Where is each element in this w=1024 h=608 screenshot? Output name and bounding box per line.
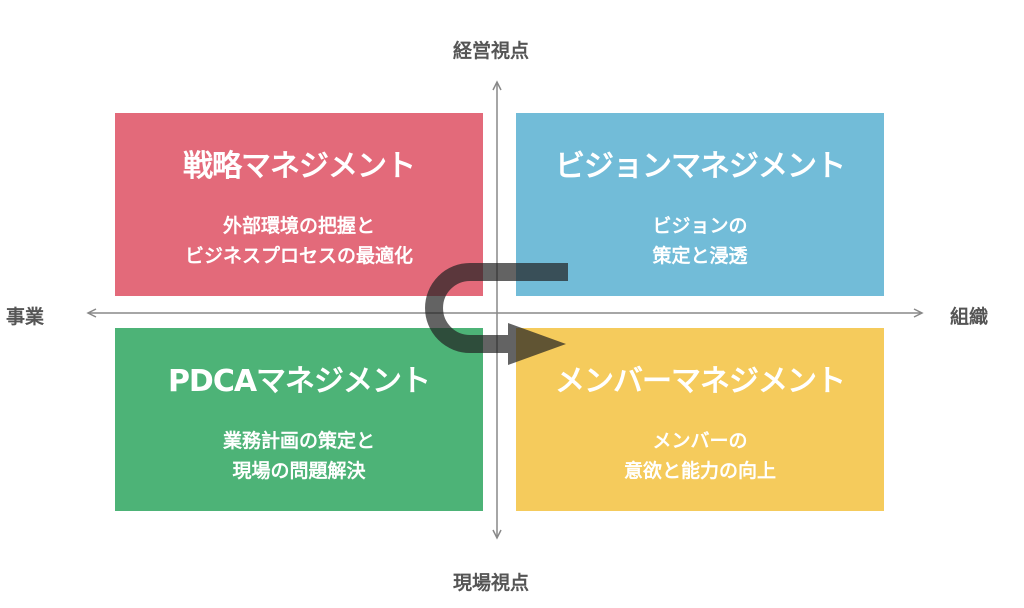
axis-label-bottom: 現場視点 [453,572,530,594]
quadrant-desc: ビジネスプロセスの最適化 [184,245,413,267]
axis-label-left: 事業 [6,306,45,328]
axes [86,80,924,540]
quadrant-title: メンバーマネジメント [555,364,846,399]
quadrant-desc: 現場の問題解決 [232,460,366,482]
quadrant-desc: 業務計画の策定と [222,430,375,452]
quadrant-desc: ビジョンの [652,215,748,237]
cycle-arrow [425,263,568,365]
quadrant-desc: 外部環境の把握と [222,215,375,237]
axis-label-right: 組織 [950,306,989,328]
quadrant-title: ビジョンマネジメント [555,149,846,184]
quadrant-strategy: 戦略マネジメント 外部環境の把握とビジネスプロセスの最適化 [115,113,483,296]
quadrant-title: PDCAマネジメント [167,364,431,399]
quadrant-desc: 策定と浸透 [652,245,748,267]
quadrant-desc: メンバーの [652,430,748,452]
quadrant-pdca: PDCAマネジメント 業務計画の策定と現場の問題解決 [115,328,483,511]
quadrant-member: メンバーマネジメント メンバーの意欲と能力の向上 [516,328,884,511]
quadrant-desc: 意欲と能力の向上 [623,460,776,482]
quadrant-vision: ビジョンマネジメント ビジョンの策定と浸透 [516,113,884,296]
axis-label-top: 経営視点 [453,40,530,62]
quadrant-title: 戦略マネジメント [183,149,416,184]
